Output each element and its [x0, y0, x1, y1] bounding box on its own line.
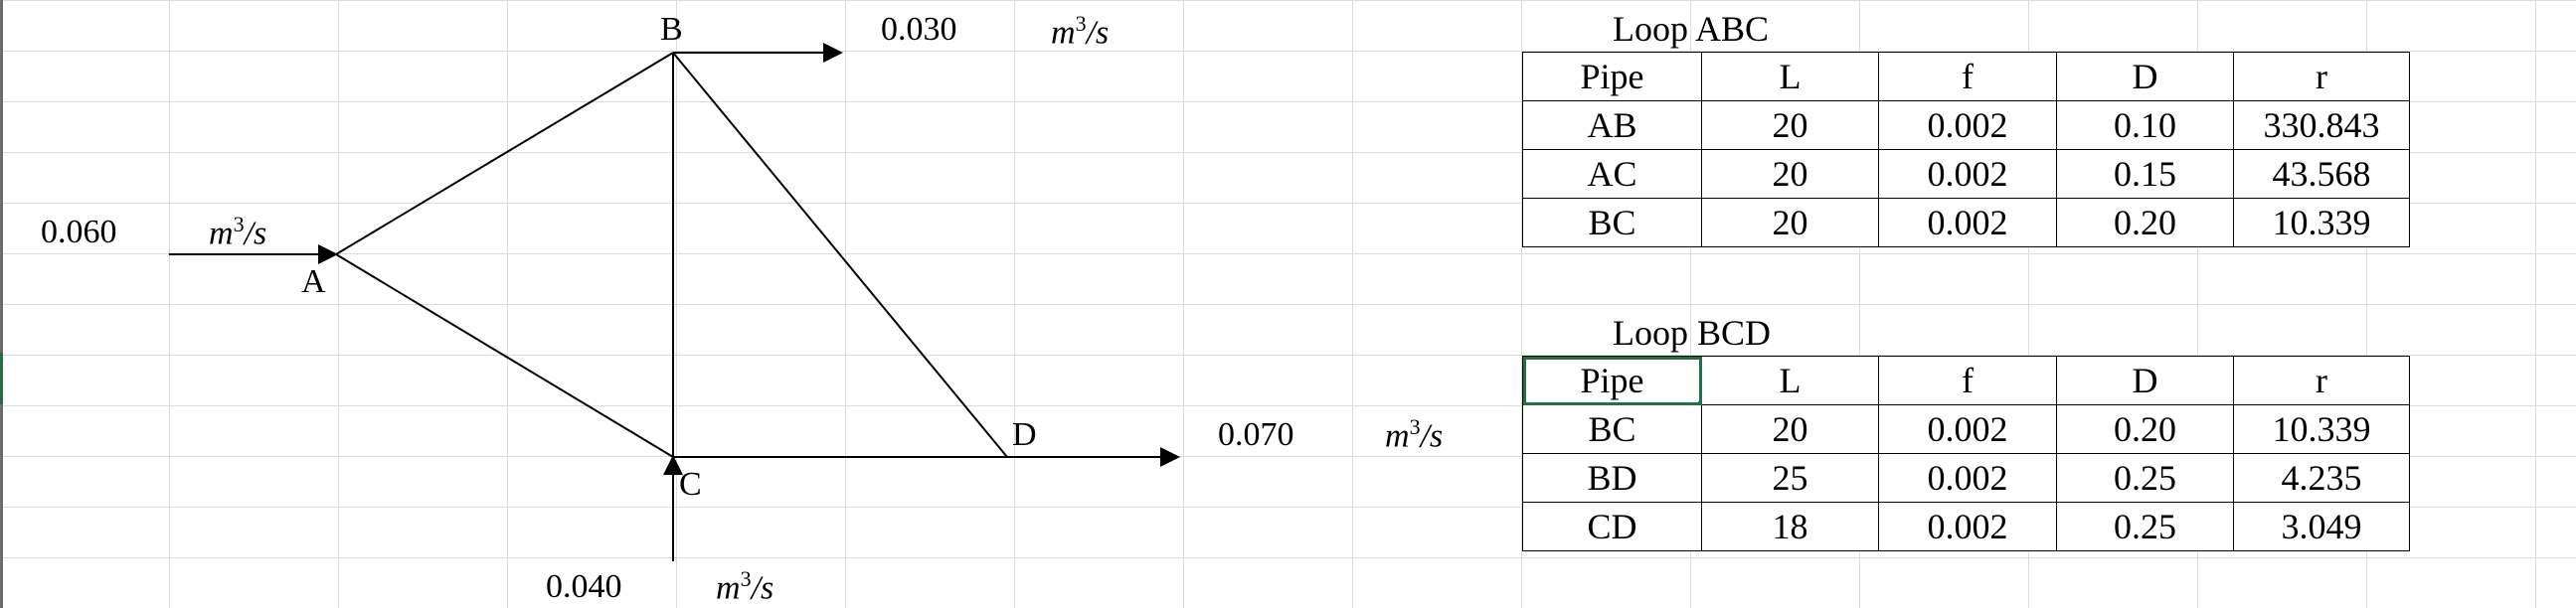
table-row: AB 20 0.002 0.10 330.843 [1522, 100, 2410, 150]
table-cell[interactable]: BC [1522, 404, 1702, 454]
table-cell[interactable]: 20 [1701, 404, 1879, 454]
table-cell[interactable]: 0.002 [1878, 149, 2057, 199]
outflow-D-value: 0.070 [1218, 416, 1294, 453]
outflow-B-value: 0.030 [881, 11, 957, 48]
pipe-AB [335, 52, 674, 255]
table-header-row: Pipe L f D r [1522, 356, 2410, 405]
inflow-A-value: 0.060 [41, 214, 117, 250]
header-cell[interactable]: f [1878, 356, 2057, 405]
header-cell[interactable]: Pipe [1522, 52, 1702, 101]
row-header-edge [0, 0, 3, 608]
table-row: BC 20 0.002 0.20 10.339 [1522, 198, 2410, 247]
table-cell[interactable]: 20 [1701, 100, 1879, 150]
table-row: BC 20 0.002 0.20 10.339 [1522, 404, 2410, 454]
inflow-C-unit: m3/s [716, 566, 774, 607]
header-cell[interactable]: L [1701, 52, 1879, 101]
node-label-C: C [679, 466, 702, 503]
table-cell[interactable]: 3.049 [2233, 502, 2410, 551]
table-cell[interactable]: 0.25 [2056, 502, 2234, 551]
table-cell[interactable]: 0.20 [2056, 404, 2234, 454]
table-cell[interactable]: 0.002 [1878, 198, 2057, 247]
table-cell[interactable]: 10.339 [2233, 198, 2410, 247]
header-cell[interactable]: D [2056, 356, 2234, 405]
table-header-row: Pipe L f D r [1522, 52, 2410, 101]
table-cell[interactable]: 0.002 [1878, 502, 2057, 551]
table-title-loop-abc: Loop ABC [1613, 9, 1770, 49]
table-cell[interactable]: 43.568 [2233, 149, 2410, 199]
table-row: BD 25 0.002 0.25 4.235 [1522, 453, 2410, 503]
table-cell[interactable]: 10.339 [2233, 404, 2410, 454]
table-cell[interactable]: 0.002 [1878, 404, 2057, 454]
table-cell[interactable]: 20 [1701, 149, 1879, 199]
table-cell[interactable]: BD [1522, 453, 1702, 503]
header-cell[interactable]: L [1701, 356, 1879, 405]
table-title-loop-bcd: Loop BCD [1613, 313, 1772, 353]
table-cell[interactable]: 20 [1701, 198, 1879, 247]
table-cell[interactable]: 18 [1701, 502, 1879, 551]
node-label-A: A [301, 263, 326, 300]
table-cell[interactable]: 330.843 [2233, 100, 2410, 150]
node-label-B: B [660, 11, 683, 48]
table-cell[interactable]: BC [1522, 198, 1702, 247]
pipe-BD [672, 52, 1008, 458]
table-cell[interactable]: 25 [1701, 453, 1879, 503]
header-cell[interactable]: r [2233, 52, 2410, 101]
loop-abc-table: Pipe L f D r AB 20 0.002 0.10 330.843 AC… [1522, 52, 2410, 247]
fill-handle[interactable] [1698, 401, 1701, 404]
inflow-C-value: 0.040 [546, 568, 622, 605]
outflow-B-unit: m3/s [1051, 11, 1110, 52]
table-cell[interactable]: 0.10 [2056, 100, 2234, 150]
header-cell[interactable]: f [1878, 52, 2057, 101]
table-cell[interactable]: AB [1522, 100, 1702, 150]
header-cell[interactable]: r [2233, 356, 2410, 405]
table-cell[interactable]: 0.15 [2056, 149, 2234, 199]
header-cell-text: Pipe [1580, 361, 1644, 400]
table-cell[interactable]: 0.20 [2056, 198, 2234, 247]
table-cell[interactable]: 0.002 [1878, 453, 2057, 503]
table-cell[interactable]: 0.002 [1878, 100, 2057, 150]
active-row-indicator [0, 353, 3, 404]
inflow-A-unit: m3/s [209, 212, 267, 252]
selected-cell[interactable]: Pipe [1522, 356, 1702, 405]
table-cell[interactable]: CD [1522, 502, 1702, 551]
table-cell[interactable]: 0.25 [2056, 453, 2234, 503]
loop-bcd-table: Pipe L f D r BC 20 0.002 0.20 10.339 BD … [1522, 356, 2410, 551]
table-cell[interactable]: AC [1522, 149, 1702, 199]
header-cell[interactable]: D [2056, 52, 2234, 101]
table-row: AC 20 0.002 0.15 43.568 [1522, 149, 2410, 199]
node-label-D: D [1012, 416, 1037, 453]
table-cell[interactable]: 4.235 [2233, 453, 2410, 503]
table-row: CD 18 0.002 0.25 3.049 [1522, 502, 2410, 551]
outflow-D-unit: m3/s [1385, 414, 1444, 455]
pipe-AC [335, 253, 674, 458]
